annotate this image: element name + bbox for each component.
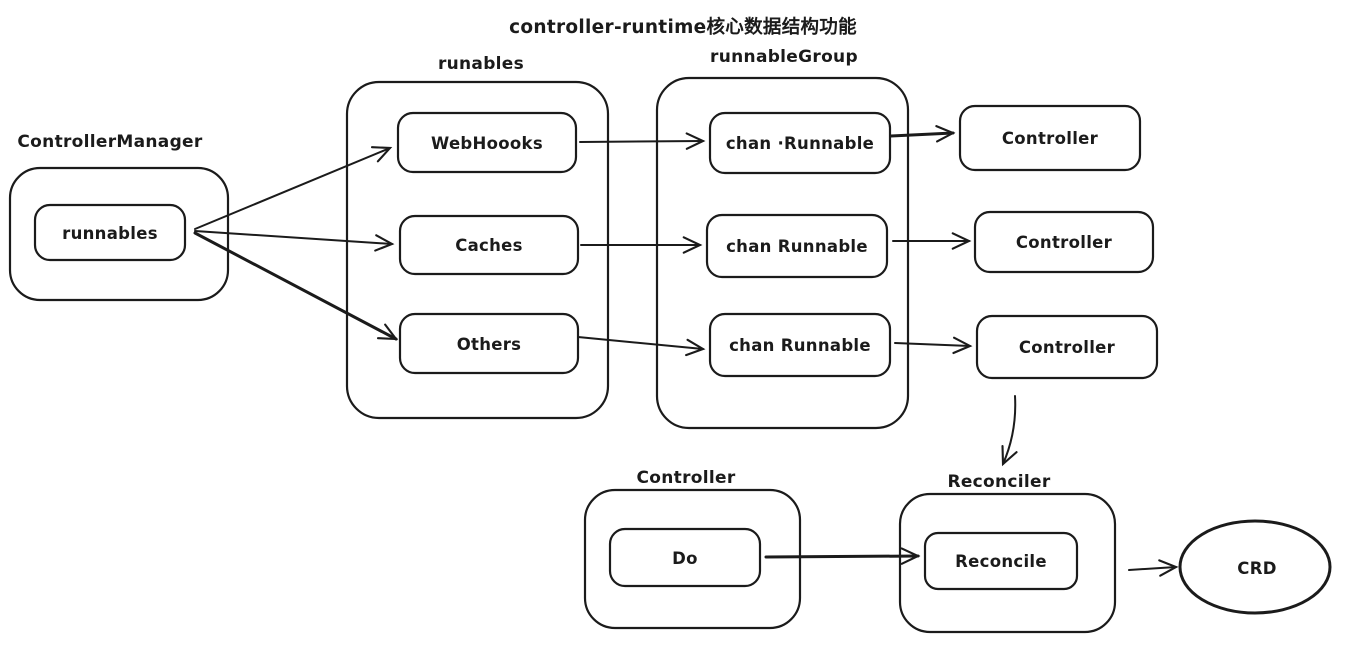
edge-others-chan3: [577, 336, 706, 357]
webhoooks-box: [396, 111, 578, 174]
crd-text: CRD: [1237, 559, 1276, 578]
others-box: [398, 312, 580, 375]
runnables-box: [33, 203, 187, 262]
webhoooks-text: WebHoooks: [431, 134, 543, 153]
edge-do-reconcile: [764, 547, 921, 565]
bottom-controller-label: Controller: [636, 468, 735, 488]
reconciler-label: Reconciler: [947, 472, 1050, 492]
runables-label: runables: [438, 54, 524, 74]
chan-runnable-2-text: chan Runnable: [726, 237, 868, 256]
caches-text: Caches: [455, 236, 523, 255]
crd-node: CRD: [1178, 519, 1332, 615]
do-text: Do: [672, 549, 698, 568]
bottom-controller-group: Controller Do: [583, 468, 802, 630]
chan-runnable-3-box: [708, 312, 892, 378]
edge-runnables-webhoooks: [194, 146, 393, 230]
controller-manager-group: ControllerManager runnables: [8, 132, 230, 302]
runnable-group: runnableGroup chan ·Runnable chan Runnab…: [655, 47, 910, 430]
controller-2-box: [973, 210, 1155, 274]
edges: [193, 125, 1179, 577]
controller-2-text: Controller: [1016, 233, 1113, 252]
controller-manager-label: ControllerManager: [17, 132, 202, 152]
edge-runnables-caches: [194, 230, 395, 252]
edge-chan3-controller3: [894, 336, 973, 355]
reconciler-group: Reconciler Reconcile: [898, 472, 1117, 634]
chan-runnable-1-text: chan ·Runnable: [726, 134, 874, 153]
runnable-group-label: runnableGroup: [710, 47, 858, 67]
caches-box: [398, 214, 580, 276]
edge-runnables-others: [193, 231, 399, 341]
runnables-text: runnables: [62, 224, 158, 243]
controller-3-box: [975, 314, 1159, 380]
runables-group: runables WebHoooks Caches Others: [345, 54, 610, 420]
controller-1-text: Controller: [1002, 129, 1099, 148]
diagram-title: controller-runtime核心数据结构功能: [509, 16, 857, 38]
edge-controller3-reconciler: [1001, 395, 1018, 467]
reconcile-text: Reconcile: [955, 552, 1047, 571]
chan-runnable-1-box: [708, 111, 892, 175]
chan-runnable-3-text: chan Runnable: [729, 336, 871, 355]
edge-reconcile-crd: [1128, 559, 1179, 577]
controller-1-box: [958, 104, 1142, 172]
others-text: Others: [457, 335, 522, 354]
crd-ellipse: [1178, 519, 1332, 615]
controller-nodes: Controller Controller Controller: [958, 104, 1159, 380]
do-box: [608, 527, 762, 588]
chan-runnable-2-box: [705, 213, 889, 279]
edge-webhoooks-chan1: [579, 132, 706, 150]
controller-3-text: Controller: [1019, 338, 1116, 357]
edge-chan1-controller1: [889, 125, 956, 143]
reconcile-box: [923, 531, 1079, 591]
